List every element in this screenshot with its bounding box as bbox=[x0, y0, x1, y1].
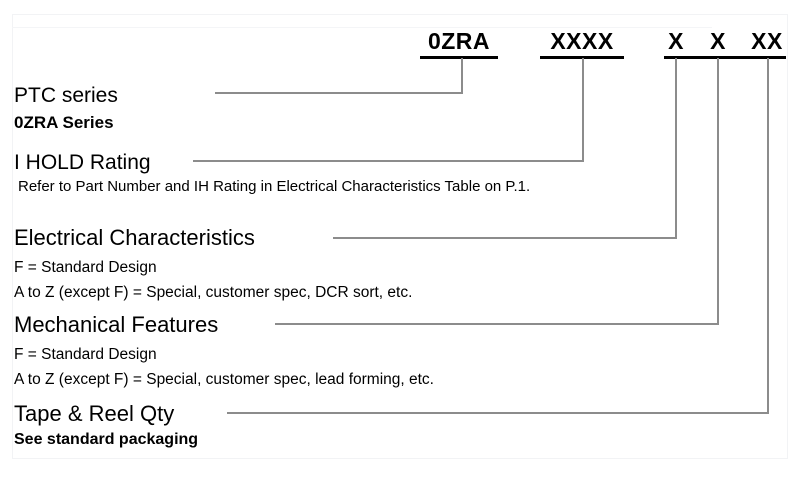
part-segment-tape-reel: XX bbox=[751, 28, 783, 54]
connector-electrical-horizontal bbox=[333, 237, 677, 239]
part-segment-series-rule bbox=[420, 56, 498, 59]
connector-series-vertical bbox=[461, 58, 463, 94]
section-line-tape-reel-qty-0: See standard packaging bbox=[14, 431, 199, 448]
section-line-ihold-rating-0: Refer to Part Number and IH Rating in El… bbox=[18, 178, 531, 195]
section-line-electrical-characteristics-1: A to Z (except F) = Special, customer sp… bbox=[14, 284, 413, 301]
part-segment-series: 0ZRA bbox=[427, 28, 491, 54]
section-line-mechanical-features-0: F = Standard Design bbox=[14, 346, 157, 363]
connector-ihold-horizontal bbox=[193, 160, 584, 162]
connector-ihold-vertical bbox=[582, 58, 584, 162]
section-line-mechanical-features-1: A to Z (except F) = Special, customer sp… bbox=[14, 371, 434, 388]
connector-series-horizontal bbox=[215, 92, 463, 94]
part-segment-ihold-rule bbox=[540, 56, 624, 59]
section-line-electrical-characteristics-0: F = Standard Design bbox=[14, 259, 157, 276]
connector-electrical-vertical bbox=[675, 58, 677, 239]
connector-mechanical-horizontal bbox=[275, 323, 719, 325]
section-heading-mechanical-features: Mechanical Features bbox=[14, 312, 219, 337]
connector-tape-reel-horizontal bbox=[227, 412, 769, 414]
section-heading-electrical-characteristics: Electrical Characteristics bbox=[14, 225, 255, 250]
part-segment-ihold: XXXX bbox=[550, 28, 614, 54]
connector-tape-reel-vertical bbox=[767, 58, 769, 414]
connector-mechanical-vertical bbox=[717, 58, 719, 325]
section-heading-ihold-rating: I HOLD Rating bbox=[14, 151, 151, 174]
section-heading-ptc-series: PTC series bbox=[14, 84, 118, 107]
part-segment-suffix-rule bbox=[664, 56, 786, 59]
section-line-ptc-series-0: 0ZRA Series bbox=[14, 113, 114, 132]
part-segment-electrical: X bbox=[668, 28, 684, 54]
section-heading-tape-reel-qty: Tape & Reel Qty bbox=[14, 401, 175, 426]
part-segment-mechanical: X bbox=[710, 28, 726, 54]
